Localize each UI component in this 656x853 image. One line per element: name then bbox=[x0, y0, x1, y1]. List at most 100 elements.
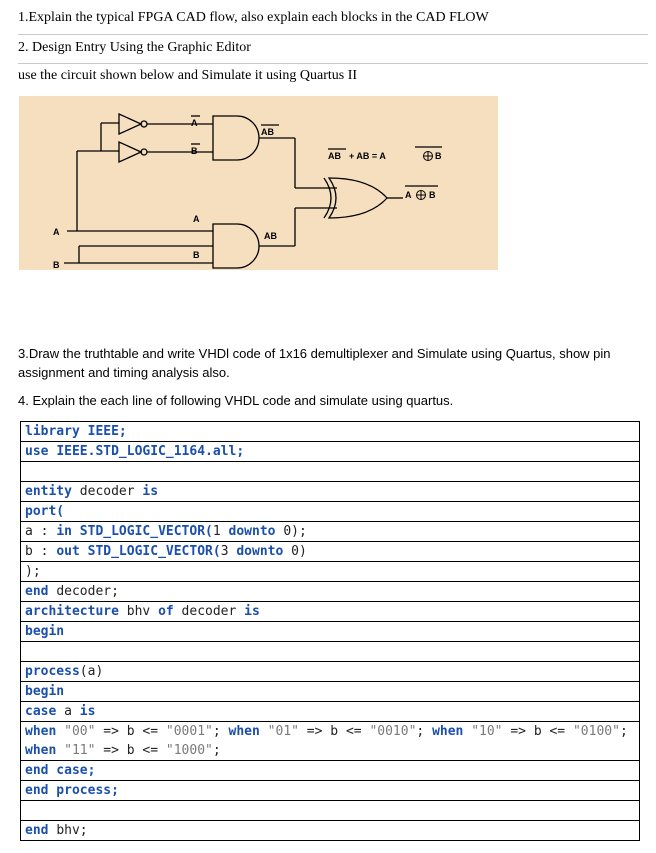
code-line: use IEEE.STD_LOGIC_1164.all; bbox=[20, 441, 640, 462]
code-token: "1000" bbox=[165, 743, 213, 758]
code-cell: port( bbox=[20, 501, 640, 522]
code-token: IEEE.STD_LOGIC_1164. bbox=[56, 444, 213, 459]
question-1: 1.Explain the typical FPGA CAD flow, als… bbox=[18, 10, 489, 25]
code-line: end case; bbox=[20, 760, 640, 781]
label-a-not: A bbox=[191, 118, 198, 128]
code-token: use bbox=[25, 444, 57, 459]
code-token: of bbox=[158, 604, 182, 619]
code-token: ; bbox=[619, 724, 628, 739]
code-line: process(a) bbox=[20, 661, 640, 682]
code-token: decoder; bbox=[56, 584, 119, 599]
code-token: in bbox=[56, 524, 80, 539]
code-token: end process; bbox=[25, 783, 119, 798]
code-line: entity decoder is bbox=[20, 481, 640, 502]
code-line: architecture bhv of decoder is bbox=[20, 601, 640, 622]
xor-output-a: A bbox=[405, 190, 412, 200]
code-token: "00" bbox=[64, 724, 96, 739]
code-token: decoder bbox=[79, 484, 143, 499]
code-line bbox=[20, 461, 640, 482]
code-token: when bbox=[432, 724, 472, 739]
code-line: b : out STD_LOGIC_VECTOR(3 downto 0) bbox=[20, 541, 640, 562]
and-gate-top bbox=[212, 115, 260, 161]
code-token: all bbox=[212, 444, 237, 459]
code-token: "0100" bbox=[572, 724, 620, 739]
code-cell: case a is bbox=[20, 701, 640, 722]
code-token: end bbox=[25, 584, 57, 599]
code-cell: b : out STD_LOGIC_VECTOR(3 downto 0) bbox=[20, 541, 640, 562]
code-token: "11" bbox=[64, 743, 96, 758]
code-token: is bbox=[244, 604, 260, 619]
code-line: end bhv; bbox=[20, 820, 640, 841]
question-4: 4. Explain the each line of following VH… bbox=[18, 393, 454, 408]
gate2-output-label: AB bbox=[264, 231, 277, 241]
code-token: library IEEE; bbox=[25, 424, 127, 439]
code-cell bbox=[20, 800, 640, 821]
code-line: case a is bbox=[20, 701, 640, 722]
code-cell: when "00" => b <= "0001"; when "01" => b… bbox=[20, 721, 640, 761]
code-cell: a : in STD_LOGIC_VECTOR(1 downto 0); bbox=[20, 521, 640, 542]
code-token: process bbox=[25, 664, 80, 679]
code-token: 0); bbox=[283, 524, 307, 539]
code-token: => b <= bbox=[95, 743, 166, 758]
or-gate bbox=[327, 177, 388, 219]
xor-output-b: B bbox=[429, 190, 436, 200]
label-a: A bbox=[193, 214, 200, 224]
code-token: bhv bbox=[126, 604, 159, 619]
equation-left: AB bbox=[328, 151, 341, 161]
code-token: "01" bbox=[267, 724, 299, 739]
code-line: a : in STD_LOGIC_VECTOR(1 downto 0); bbox=[20, 521, 640, 542]
code-cell: process(a) bbox=[20, 661, 640, 682]
code-token: when bbox=[25, 743, 65, 758]
code-line: when "00" => b <= "0001"; when "01" => b… bbox=[20, 721, 640, 761]
divider bbox=[18, 34, 648, 35]
code-token: decoder bbox=[181, 604, 245, 619]
code-token: ); bbox=[25, 564, 41, 579]
input-a-label: A bbox=[53, 227, 60, 237]
code-cell: use IEEE.STD_LOGIC_1164.all; bbox=[20, 441, 640, 462]
code-token: STD_LOGIC_VECTOR( bbox=[79, 524, 213, 539]
code-line bbox=[20, 641, 640, 662]
code-line: begin bbox=[20, 621, 640, 642]
not-gate-a bbox=[118, 112, 143, 136]
code-cell: end decoder; bbox=[20, 581, 640, 602]
code-token: downto bbox=[236, 544, 292, 559]
code-token: a bbox=[64, 704, 80, 719]
code-token: port( bbox=[25, 504, 65, 519]
equation-right: B bbox=[435, 151, 442, 161]
code-line: library IEEE; bbox=[20, 421, 640, 442]
code-token: 1 bbox=[212, 524, 229, 539]
code-cell: entity decoder is bbox=[20, 481, 640, 502]
code-token: (a) bbox=[79, 664, 104, 679]
code-token: => b <= bbox=[95, 724, 166, 739]
divider bbox=[18, 63, 648, 64]
code-token: end case; bbox=[25, 763, 96, 778]
code-cell: library IEEE; bbox=[20, 421, 640, 442]
code-token: a : bbox=[25, 524, 57, 539]
code-token: => b <= bbox=[298, 724, 370, 739]
code-token: ; bbox=[212, 724, 229, 739]
not-gate-b bbox=[118, 140, 143, 164]
code-cell: ); bbox=[20, 561, 640, 582]
code-token: ; bbox=[236, 444, 245, 459]
code-token: out bbox=[56, 544, 88, 559]
code-token: b : bbox=[25, 544, 57, 559]
question-2: 2. Design Entry Using the Graphic Editor bbox=[18, 40, 251, 55]
code-line: ); bbox=[20, 561, 640, 582]
gate1-output-label: AB bbox=[261, 127, 274, 137]
label-b: B bbox=[193, 250, 200, 260]
label-b-not: B bbox=[191, 146, 198, 156]
code-cell: end process; bbox=[20, 780, 640, 801]
code-token: "0010" bbox=[369, 724, 417, 739]
code-token: is bbox=[79, 704, 96, 719]
code-cell: end case; bbox=[20, 760, 640, 781]
code-token: "10" bbox=[471, 724, 503, 739]
code-cell: begin bbox=[20, 621, 640, 642]
code-cell: end bhv; bbox=[20, 820, 640, 841]
code-token: when bbox=[228, 724, 268, 739]
code-line: end decoder; bbox=[20, 581, 640, 602]
question-2-instruction: use the circuit shown below and Simulate… bbox=[18, 68, 358, 83]
code-token: "0001" bbox=[165, 724, 213, 739]
and-gate-bottom bbox=[212, 223, 260, 269]
code-token: case bbox=[25, 704, 65, 719]
code-token: STD_LOGIC_VECTOR( bbox=[87, 544, 221, 559]
